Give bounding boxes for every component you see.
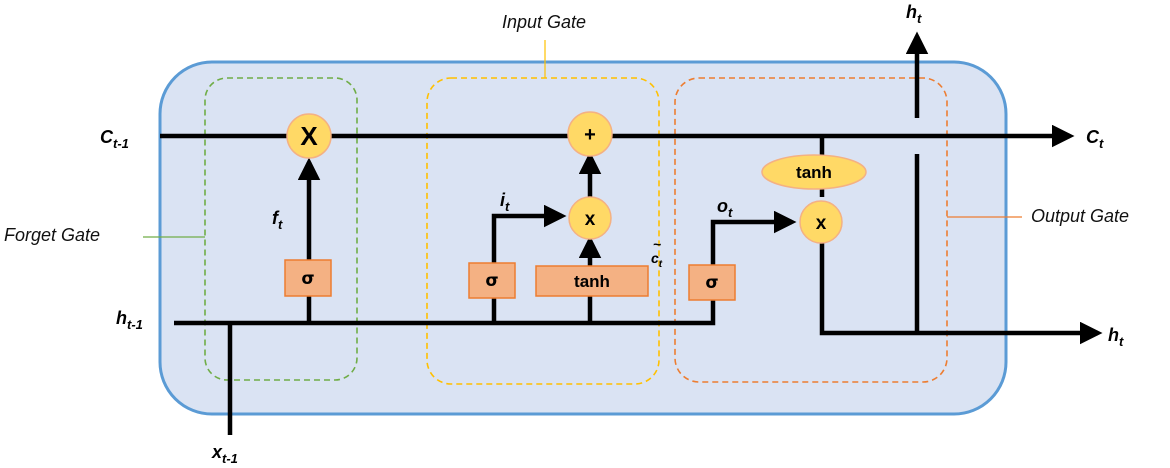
output-o-label: ot (717, 196, 733, 220)
add-label: + (584, 124, 596, 146)
output-tanh-label: tanh (796, 163, 832, 182)
hidden-top-label: ht (906, 2, 922, 26)
candidate-c-label: ~ ct (651, 236, 663, 270)
candidate-tanh-layer: tanh (535, 265, 649, 297)
output-multiply-label: x (816, 213, 827, 234)
cell-state-prev-label: Ct-1 (100, 127, 129, 151)
hidden-output-label: ht (1108, 325, 1124, 349)
input-gate-label: Input Gate (502, 12, 586, 32)
output-gate-label: Output Gate (1031, 206, 1129, 226)
output-h-path (819, 240, 1103, 345)
hidden-prev-label: ht-1 (116, 308, 143, 332)
cell-state-next-label: Ct (1086, 127, 1104, 151)
output-multiply-op: x (799, 200, 843, 244)
forget-f-label: ft (272, 208, 283, 232)
input-multiply-label: x (585, 209, 596, 230)
forget-sigma-layer: σ (284, 259, 332, 297)
forget-gate-region (204, 77, 358, 381)
output-gate-region (674, 77, 948, 383)
candidate-tanh-label: tanh (574, 272, 610, 291)
input-i-label: it (500, 190, 510, 214)
forget-multiply-op: X (286, 113, 332, 159)
input-x-label: xt-1 (211, 442, 238, 466)
add-op: + (567, 111, 613, 157)
input-gate-region (426, 77, 660, 385)
forget-multiply-label: X (300, 121, 318, 151)
input-sigma-layer: σ (468, 262, 516, 299)
candidate-tilde: ~ (653, 236, 661, 252)
candidate-c-text: ct (651, 250, 663, 270)
output-sigma-label: σ (705, 273, 718, 293)
forget-sigma-label: σ (301, 269, 314, 289)
forget-gate-label: Forget Gate (4, 225, 100, 245)
output-sigma-layer: σ (688, 264, 736, 301)
input-multiply-op: x (568, 196, 612, 240)
output-tanh-op: tanh (761, 154, 867, 190)
input-sigma-label: σ (485, 271, 498, 291)
